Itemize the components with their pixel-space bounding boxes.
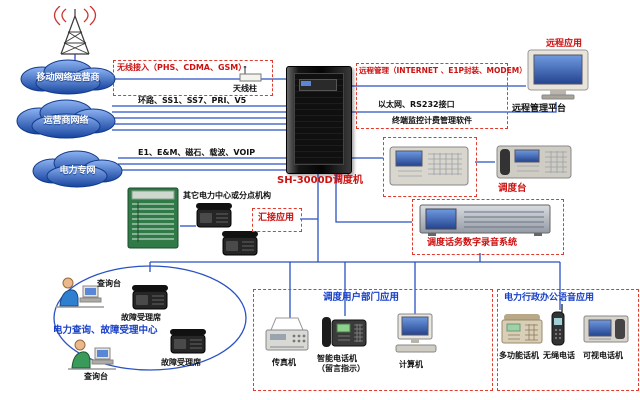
cordless-phone-label: 无绳电话 bbox=[543, 351, 575, 360]
cloud-power-private-label: 电力专网 bbox=[59, 166, 96, 176]
smart-phone-note-label: （留言指示） bbox=[317, 364, 365, 373]
smart-phone-label: 智能电话机 bbox=[317, 354, 357, 363]
cloud-carrier-network bbox=[16, 99, 116, 139]
query-desk-top-label: 查询台 bbox=[97, 279, 121, 288]
pbx-cabinet-icon bbox=[127, 187, 179, 249]
fault-phone-top-icon bbox=[132, 285, 168, 310]
cordless-phone-icon bbox=[551, 304, 565, 346]
fault-desk-bottom-label: 故障受理席 bbox=[161, 358, 201, 367]
dispatch-console-label: 调度台 bbox=[498, 183, 527, 194]
wireless-access-box bbox=[113, 60, 273, 96]
office-title: 电力行政办公语音应用 bbox=[504, 293, 595, 303]
video-phone-icon bbox=[583, 315, 629, 343]
query-operator-top-icon bbox=[56, 277, 104, 308]
query-desk-bottom-label: 查询台 bbox=[84, 372, 108, 381]
query-operator-bottom-icon bbox=[68, 339, 116, 370]
rack-screen bbox=[301, 81, 311, 86]
multi-function-phone-label: 多功能话机 bbox=[499, 351, 539, 360]
video-phone-label: 可视电话机 bbox=[583, 351, 623, 360]
tandem-phone-1-icon bbox=[196, 203, 232, 228]
tandem-application-label: 汇接应用 bbox=[257, 213, 294, 223]
cloud-mobile-operator bbox=[20, 59, 116, 95]
smart-phone-icon bbox=[322, 317, 367, 347]
service-center-title: 电力查询、故障受理中心 bbox=[53, 325, 158, 336]
multi-function-phone-icon bbox=[501, 314, 543, 344]
remote-application-label: 远程应用 bbox=[546, 39, 583, 49]
remote-software-label: 终端监控计费管理软件 bbox=[392, 116, 472, 125]
tandem-phone-2-icon bbox=[222, 231, 258, 256]
antenna-terminal-icon bbox=[239, 66, 262, 82]
core-switch-label: SH-3000D调度机 bbox=[277, 175, 363, 186]
carrier-trunks-label: 环路、SS1、SS7、PRI、V5 bbox=[138, 96, 247, 105]
department-title: 调度用户部门应用 bbox=[323, 292, 400, 303]
cloud-carrier-network-label: 运营商网络 bbox=[43, 116, 89, 126]
power-trunks-label: E1、E&M、磁石、载波、VOIP bbox=[138, 148, 256, 157]
recording-system-label: 调度话务数字录音系统 bbox=[427, 238, 518, 248]
cloud-mobile-operator-label: 移动网络运营商 bbox=[36, 73, 100, 83]
tandem-application-box bbox=[252, 208, 302, 232]
remote-interfaces-label: 以太网、RS232接口 bbox=[378, 100, 455, 109]
radio-tower-icon bbox=[53, 6, 97, 55]
remote-management-label: 远程管理（INTERNET 、E1P封装、MODEM） bbox=[359, 66, 527, 75]
wireless-access-label: 无线接入（PHS、CDMA、GSM） bbox=[117, 63, 247, 72]
remote-platform-label: 远程管理平台 bbox=[512, 104, 567, 114]
fax-machine-icon bbox=[265, 317, 309, 351]
remote-platform-monitor-icon bbox=[527, 49, 589, 100]
recording-system-icon bbox=[419, 204, 551, 236]
remote-management-box bbox=[356, 63, 508, 129]
office-box bbox=[497, 289, 639, 391]
other-centers-label: 其它电力中心或分点机构 bbox=[183, 191, 271, 200]
computer-label: 计算机 bbox=[399, 360, 423, 369]
core-switch-rack bbox=[286, 66, 352, 174]
fault-desk-top-label: 故障受理席 bbox=[121, 313, 161, 322]
computer-icon bbox=[395, 313, 437, 353]
dispatch-console-box bbox=[383, 137, 477, 197]
dispatch-console-icon bbox=[389, 146, 469, 186]
department-box bbox=[253, 289, 493, 391]
fax-label: 传真机 bbox=[272, 358, 296, 367]
antenna-terminal-label: 天线柱 bbox=[233, 84, 257, 93]
dispatch-console-2-icon bbox=[496, 145, 572, 179]
recording-system-box bbox=[412, 199, 564, 255]
fault-phone-bottom-icon bbox=[170, 329, 206, 354]
cloud-power-private bbox=[32, 150, 123, 188]
